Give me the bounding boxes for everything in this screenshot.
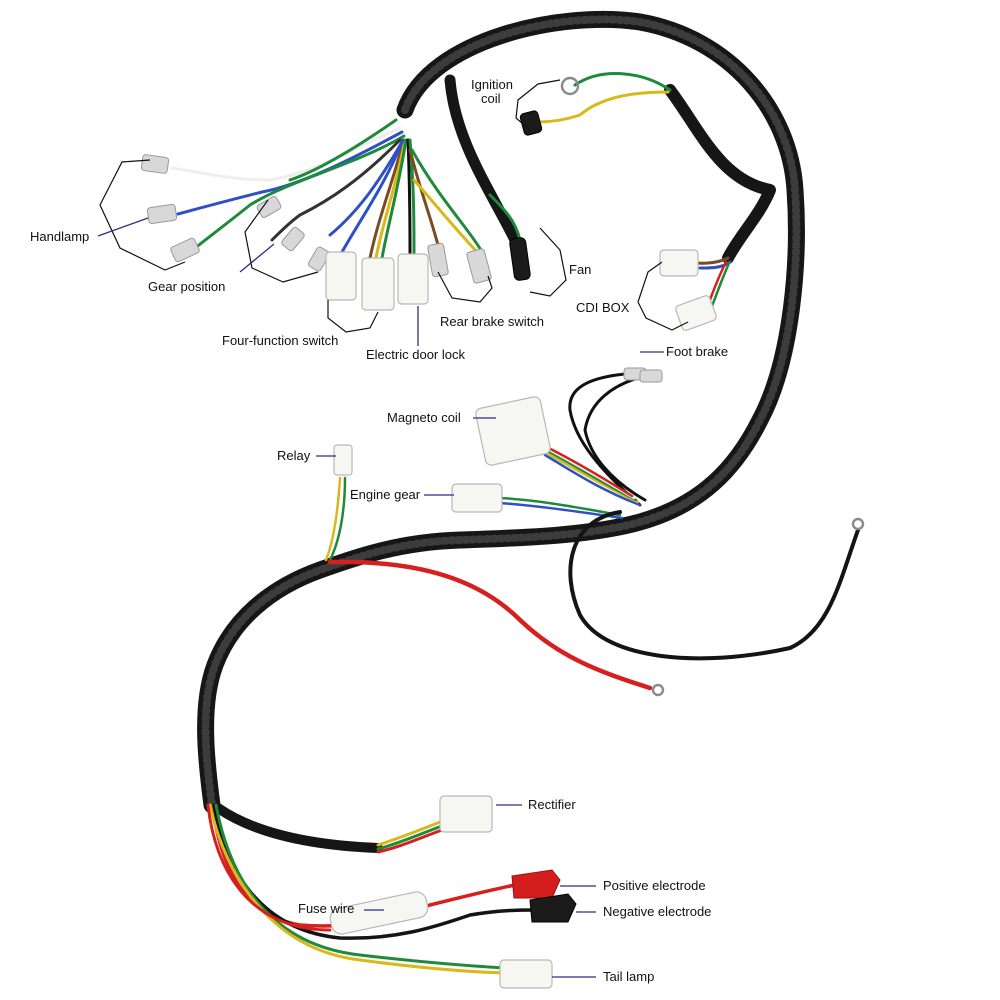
- cdi-box-label: CDI BOX: [576, 300, 630, 315]
- handlamp-pointer: [97, 217, 149, 237]
- four-function-switch-label: Four-function switch: [222, 333, 338, 348]
- fan-boot: [509, 237, 531, 281]
- rectifier-connector: [439, 795, 493, 833]
- rear-brake-spade-1: [427, 242, 449, 278]
- fuse-holder: [329, 891, 429, 935]
- engine-gear-connector: [451, 483, 503, 513]
- fuse-wire-label: Fuse wire: [298, 901, 354, 916]
- positive-electrode-boot: [511, 869, 561, 899]
- electric-door-lock-label: Electric door lock: [366, 347, 465, 362]
- cdi-bracket: [637, 261, 689, 331]
- tail-lamp-label: Tail lamp: [603, 969, 654, 984]
- handlamp-spade-2: [146, 204, 178, 224]
- door-lock-connector: [397, 253, 429, 305]
- handlamp-bracket: [99, 159, 186, 271]
- negative-electrode-boot: [529, 893, 577, 923]
- black-wire-ring-terminal: [851, 517, 865, 531]
- rear-brake-switch-label: Rear brake switch: [440, 314, 544, 329]
- relay-connector: [333, 444, 353, 476]
- gear-position-spade-2: [281, 226, 305, 252]
- foot-brake-spade-2: [639, 369, 663, 383]
- four-function-connector-2: [361, 257, 395, 311]
- label-brackets: [99, 79, 689, 333]
- magneto-coil-label: Magneto coil: [387, 410, 461, 425]
- cdi-connector-2: [675, 295, 717, 331]
- handlamp-spade-3: [170, 237, 200, 263]
- gear-position-pointer: [239, 243, 275, 273]
- four-function-connector-1: [325, 251, 357, 301]
- red-wire-ring-terminal: [651, 683, 665, 697]
- magneto-coil-connector: [475, 396, 551, 466]
- positive-electrode-label: Positive electrode: [603, 878, 706, 893]
- tail-lamp-connector: [499, 959, 553, 989]
- main-harness-sheath: [197, 11, 805, 853]
- cdi-connector-1: [659, 249, 699, 277]
- connectors: [140, 76, 865, 989]
- gear-position-bracket: [244, 199, 319, 283]
- negative-electrode-label: Negative electrode: [603, 904, 711, 919]
- engine-gear-label: Engine gear: [350, 487, 421, 502]
- rear-brake-spade-2: [466, 248, 492, 284]
- relay-label: Relay: [277, 448, 311, 463]
- ignition-coil-boot: [519, 110, 543, 136]
- rectifier-label: Rectifier: [528, 797, 576, 812]
- gear-position-label: Gear position: [148, 279, 225, 294]
- handlamp-label: Handlamp: [30, 229, 89, 244]
- ignition-coil-label-line2: coil: [481, 91, 501, 106]
- ignition-ring-terminal: [560, 76, 580, 96]
- rear-brake-bracket: [437, 271, 493, 303]
- wires: [170, 72, 860, 975]
- four-function-bracket: [327, 300, 379, 333]
- foot-brake-label: Foot brake: [666, 344, 728, 359]
- text-labels: Ignition coil Handlamp Gear position Fan…: [30, 77, 728, 984]
- handlamp-spade-1: [140, 154, 170, 174]
- ignition-coil-bracket: [515, 79, 561, 131]
- fan-bracket: [529, 227, 567, 297]
- ignition-coil-label-line1: Ignition: [471, 77, 513, 92]
- fan-label: Fan: [569, 262, 591, 277]
- label-pointers: [97, 217, 664, 978]
- gear-position-spade-3: [308, 246, 330, 272]
